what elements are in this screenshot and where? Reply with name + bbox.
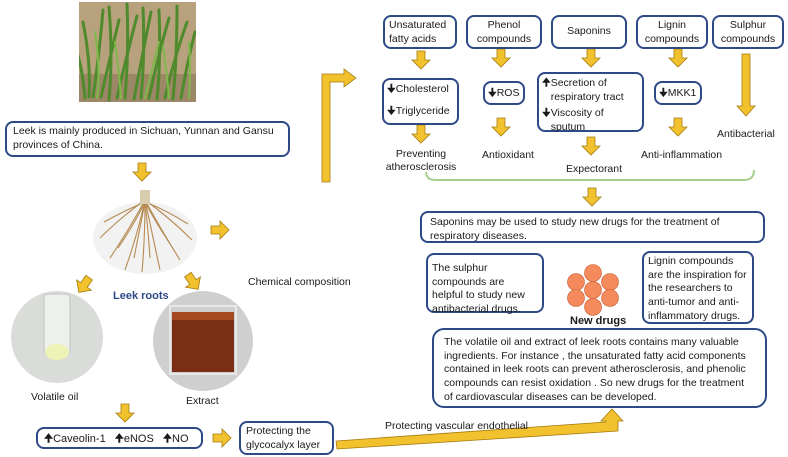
arrow-intro-to-roots bbox=[132, 162, 152, 182]
arrow-markers-to-glycocalyx bbox=[212, 428, 232, 448]
lignin-note-box: Lignin compounds are the inspiration for… bbox=[642, 251, 754, 324]
outcome-anti-inflammation: Anti-inflammation bbox=[641, 149, 723, 161]
volatile-oil-photo bbox=[10, 290, 104, 384]
glycocalyx-box: Protecting the glycocalyx layer bbox=[239, 421, 334, 455]
down-arrow-icon: 🠋 bbox=[542, 107, 551, 120]
arrow-bracket-to-saponins-note bbox=[582, 187, 602, 207]
leek-roots-photo bbox=[90, 188, 200, 276]
up-arrow-icon: 🠉 bbox=[162, 433, 173, 445]
volatile-oil-label: Volatile oil bbox=[31, 391, 79, 403]
new-drugs-molecule-icon bbox=[567, 264, 619, 316]
outcome-antibacterial: Antibacterial bbox=[717, 128, 775, 140]
saponins-note-box: Saponins may be used to study new drugs … bbox=[420, 211, 765, 243]
arrow-phenol-outcome bbox=[491, 117, 511, 137]
compound-phenol: Phenol compounds bbox=[466, 15, 542, 49]
arrow-roots-to-extract bbox=[184, 271, 201, 290]
arrow-saponin-outcome bbox=[581, 136, 601, 156]
markers-box: 🠉Caveolin-1 🠉eNOS 🠉NO bbox=[36, 427, 203, 449]
outcome-bracket bbox=[425, 169, 755, 181]
effect-lipids-box: 🠋Cholesterol 🠋Triglyceride bbox=[382, 78, 459, 125]
down-arrow-icon: 🠋 bbox=[488, 87, 497, 99]
effect-respiratory-box: 🠉Secretion of respiratory tract 🠋Viscosi… bbox=[537, 72, 644, 133]
arrow-roots-to-oil bbox=[76, 274, 93, 293]
arrow-to-compounds bbox=[321, 68, 357, 183]
down-arrow-icon: 🠋 bbox=[659, 87, 668, 99]
arrow-saponins bbox=[581, 48, 601, 68]
leek-field-photo bbox=[79, 2, 196, 102]
up-arrow-icon: 🠉 bbox=[114, 433, 124, 445]
outcome-antioxidant: Antioxidant bbox=[482, 149, 534, 161]
arrow-vascular-to-note bbox=[335, 408, 624, 450]
up-arrow-icon: 🠉 bbox=[542, 77, 551, 89]
sulphur-note-box: The sulphur compounds are helpful to stu… bbox=[426, 253, 544, 315]
effect-ros-box: 🠋ROS bbox=[483, 81, 525, 105]
outcome-expectorant: Expectorant bbox=[566, 163, 623, 175]
compound-saponins: Saponins bbox=[551, 15, 627, 49]
outcome-atherosclerosis: Preventing atherosclerosis bbox=[385, 148, 457, 174]
arrow-oil-to-markers bbox=[115, 403, 135, 423]
leek-roots-label: Leek roots bbox=[113, 290, 169, 302]
intro-box: Leek is mainly produced in Sichuan, Yunn… bbox=[5, 121, 290, 157]
compound-lignin: Lignin compounds bbox=[636, 15, 708, 49]
volatile-note-box: The volatile oil and extract of leek roo… bbox=[432, 328, 767, 408]
arrow-phenol bbox=[491, 48, 511, 68]
down-arrow-icon: 🠋 bbox=[387, 104, 396, 117]
effect-mkk1-box: 🠋MKK1 bbox=[654, 81, 702, 105]
arrow-roots-to-composition bbox=[210, 220, 230, 240]
vascular-label: Protecting vascular endothelial bbox=[385, 420, 529, 432]
arrow-fatty-outcome bbox=[411, 124, 431, 144]
compound-unsaturated-fatty-acids: Unsaturated fatty acids bbox=[383, 15, 457, 49]
down-arrow-icon: 🠋 bbox=[387, 83, 396, 95]
extract-photo bbox=[152, 290, 254, 392]
arrow-lignin bbox=[668, 48, 688, 68]
chemical-composition-label: Chemical composition bbox=[248, 276, 351, 288]
extract-label: Extract bbox=[186, 395, 219, 407]
new-drugs-label: New drugs bbox=[570, 315, 627, 327]
arrow-sulphur bbox=[736, 53, 756, 117]
up-arrow-icon: 🠉 bbox=[44, 433, 54, 445]
arrow-fatty-acids bbox=[411, 50, 431, 70]
compound-sulphur: Sulphur compounds bbox=[712, 15, 784, 49]
arrow-lignin-outcome bbox=[668, 117, 688, 137]
